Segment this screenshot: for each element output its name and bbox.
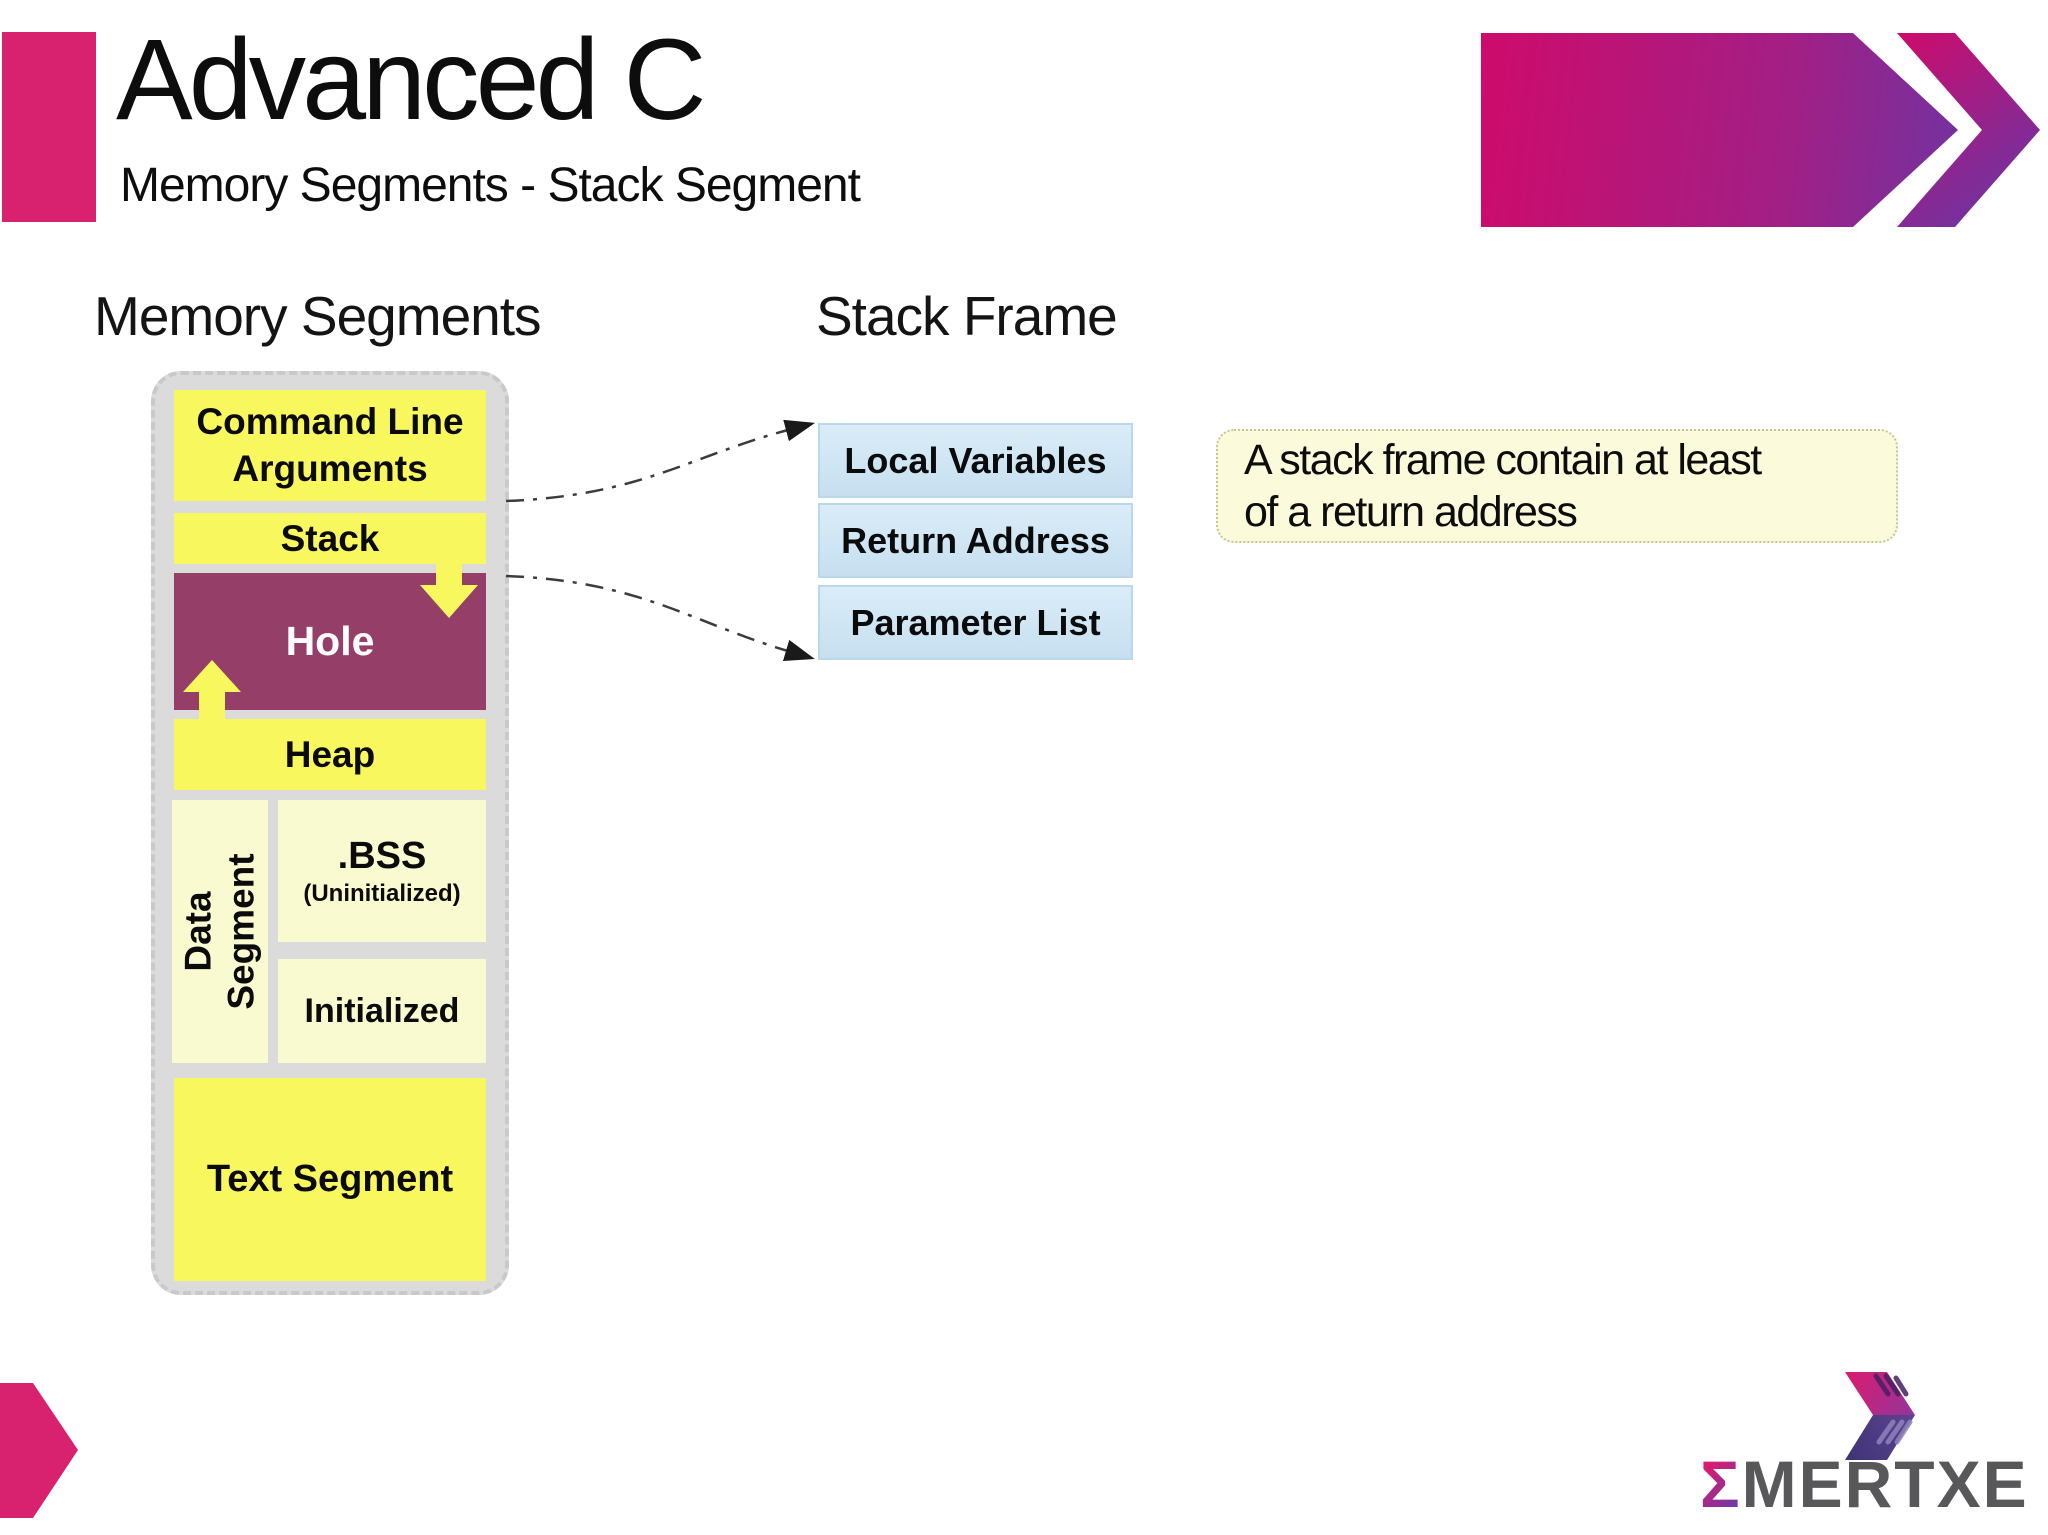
segment-initialized: Initialized <box>278 959 486 1063</box>
data-segment-rotated-text: Data Segment <box>177 853 262 1010</box>
segment-command-line-arguments: Command Line Arguments <box>174 390 486 501</box>
stack-frame-local-variables: Local Variables <box>818 423 1133 498</box>
connector-top-arrow <box>505 419 816 503</box>
footer-arrow-icon <box>0 1383 78 1518</box>
bss-title: .BSS <box>337 834 427 877</box>
stack-frame-parameter-list: Parameter List <box>818 585 1133 660</box>
page-subtitle: Memory Segments - Stack Segment <box>120 159 861 212</box>
header-pentagon-shape <box>1481 33 1958 227</box>
memory-segments-heading: Memory Segments <box>94 285 542 347</box>
header-chevron-shape <box>1897 33 2040 227</box>
stack-frame-return-address: Return Address <box>818 503 1133 578</box>
segment-bss: .BSS (Uninitialized) <box>278 800 486 942</box>
segment-text-segment: Text Segment <box>174 1078 486 1281</box>
note-callout: A stack frame contain at least of a retu… <box>1216 429 1898 543</box>
logo-chevron-icon <box>1845 1372 1915 1460</box>
logo-sigma-glyph: Σ <box>1700 1447 1740 1521</box>
connector-bottom-arrow <box>505 574 815 661</box>
logo-wordmark: MERTXE <box>1741 1447 2029 1521</box>
header-arrow-graphic <box>1481 33 2040 227</box>
stack-frame-heading: Stack Frame <box>816 285 1118 347</box>
segment-hole: Hole <box>174 573 486 710</box>
segment-heap: Heap <box>174 719 486 790</box>
page-title: Advanced C <box>116 16 706 144</box>
segment-stack: Stack <box>174 513 486 564</box>
accent-bar <box>2 32 96 222</box>
segment-data-segment-label: Data Segment <box>172 800 268 1063</box>
bss-subtitle: (Uninitialized) <box>303 879 461 907</box>
emertxe-logo: Σ MERTXE <box>1700 1446 2029 1522</box>
